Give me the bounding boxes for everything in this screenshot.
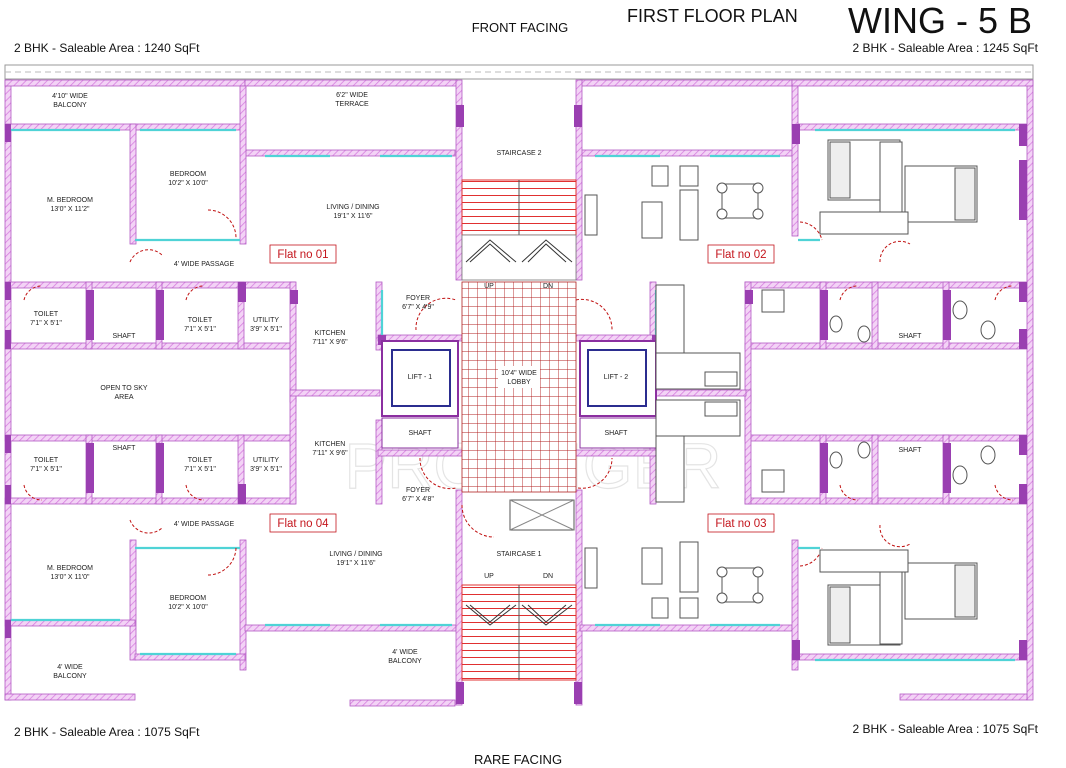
lift-2-shaft [579, 340, 657, 449]
label-utility1-2: 3'9" X 5'1" [250, 326, 282, 333]
label-toilet4b-2: 7'1" X 5'1" [184, 466, 216, 473]
label-foyer1-1: FOYER [406, 295, 430, 302]
label-toilet4b-1: TOILET [188, 457, 213, 464]
label-balcony-left-2: BALCONY [53, 673, 87, 680]
label-terrace-2: TERRACE [335, 101, 369, 108]
label-kitchen4-2: 7'11" X 9'6" [312, 450, 348, 457]
label-living4-2: 19'1" X 11'6" [336, 560, 376, 567]
svg-text:Flat no 01: Flat no 01 [277, 249, 328, 261]
label-foyer4-1: FOYER [406, 487, 430, 494]
label-bed4-1: BEDROOM [170, 595, 206, 602]
staircase-2 [461, 179, 577, 281]
label-shaft-4: SHAFT [113, 445, 137, 452]
label-toilet4a-1: TOILET [34, 457, 59, 464]
label-living1-1: LIVING / DINING [326, 204, 379, 211]
label-foyer4-2: 6'7" X 4'8" [402, 496, 434, 503]
label-balcony-mid-2: BALCONY [388, 658, 422, 665]
area-top-left: 2 BHK - Saleable Area : 1240 SqFt [14, 41, 200, 55]
area-top-right: 2 BHK - Saleable Area : 1245 SqFt [853, 41, 1039, 55]
label-toilet4a-2: 7'1" X 5'1" [30, 466, 62, 473]
lobby-label-bg [498, 366, 540, 388]
label-utility1-1: UTILITY [253, 317, 279, 324]
label-open-sky-2: AREA [114, 394, 133, 401]
label-lobby-1: 10'4" WIDE [501, 370, 537, 377]
label-kitchen1-2: 7'11" X 9'6" [312, 339, 348, 346]
label-mbed1-1: M. BEDROOM [47, 197, 93, 204]
label-lift-1: LIFT - 1 [408, 374, 432, 381]
label-lift-2: LIFT - 2 [604, 374, 628, 381]
walls [4, 79, 1034, 707]
label-passage4: 4' WIDE PASSAGE [174, 521, 235, 528]
label-toilet1a-2: 7'1" X 5'1" [30, 320, 62, 327]
label-up-top: UP [484, 283, 494, 290]
label-utility4-2: 3'9" X 5'1" [250, 466, 282, 473]
label-passage1: 4' WIDE PASSAGE [174, 261, 235, 268]
front-facing-label: FRONT FACING [472, 20, 569, 35]
label-lobby-2: LOBBY [507, 379, 531, 386]
area-bottom-right: 2 BHK - Saleable Area : 1075 SqFt [853, 722, 1039, 736]
label-terrace-1: 6'2" WIDE [336, 92, 368, 99]
label-kitchen1-1: KITCHEN [315, 330, 346, 337]
svg-text:Flat no 03: Flat no 03 [715, 518, 766, 530]
svg-text:Flat no 04: Flat no 04 [277, 518, 329, 530]
label-mbed1-2: 13'0" X 11'2" [50, 206, 90, 213]
label-toilet1b-2: 7'1" X 5'1" [184, 326, 216, 333]
label-shaft-1: SHAFT [113, 333, 137, 340]
label-balcony-top-2: BALCONY [53, 102, 87, 109]
label-shaft-r1: SHAFT [899, 333, 923, 340]
label-open-sky-1: OPEN TO SKY [100, 385, 148, 392]
label-toilet1b-1: TOILET [188, 317, 213, 324]
label-foyer1-2: 6'7" X 4'9" [402, 304, 434, 311]
label-mbed4-2: 13'0" X 11'0" [50, 574, 90, 581]
flat-badge-03: Flat no 03 [707, 513, 775, 533]
label-bed1-1: BEDROOM [170, 171, 206, 178]
rear-facing-label: RARE FACING [474, 752, 562, 767]
area-bottom-left: 2 BHK - Saleable Area : 1075 SqFt [14, 725, 200, 739]
label-toilet1a-1: TOILET [34, 311, 59, 318]
label-bed4-2: 10'2" X 10'0" [168, 604, 208, 611]
wing-title: WING - 5 B [848, 0, 1032, 41]
label-up-bottom: UP [484, 573, 494, 580]
label-staircase-1: STAIRCASE 1 [497, 551, 542, 558]
flat-badge-01: Flat no 01 [269, 244, 337, 264]
label-kitchen4-1: KITCHEN [315, 441, 346, 448]
label-balcony-top-1: 4'10" WIDE [52, 93, 88, 100]
furniture [584, 139, 996, 646]
label-utility4-1: UTILITY [253, 457, 279, 464]
svg-text:Flat no 02: Flat no 02 [715, 249, 766, 261]
label-bed1-2: 10'2" X 10'0" [168, 180, 208, 187]
lift-1-shaft [381, 340, 459, 449]
label-shaft-r2: SHAFT [899, 447, 923, 454]
label-living4-1: LIVING / DINING [329, 551, 382, 558]
plan-title: FIRST FLOOR PLAN [627, 6, 798, 26]
label-balcony-left-1: 4' WIDE [57, 664, 83, 671]
label-dn-top: DN [543, 283, 553, 290]
label-balcony-mid-1: 4' WIDE [392, 649, 418, 656]
label-dn-bottom: DN [543, 573, 553, 580]
parapet-top [4, 64, 1034, 80]
flat-badge-02: Flat no 02 [707, 244, 775, 264]
doors [23, 209, 1014, 576]
label-shaft-lift1: SHAFT [409, 430, 433, 437]
label-shaft-lift2: SHAFT [605, 430, 629, 437]
label-mbed4-1: M. BEDROOM [47, 565, 93, 572]
flat-badge-04: Flat no 04 [269, 513, 337, 533]
label-living1-2: 19'1" X 11'6" [333, 213, 373, 220]
staircase-1 [461, 499, 577, 681]
label-staircase-2: STAIRCASE 2 [497, 150, 542, 157]
